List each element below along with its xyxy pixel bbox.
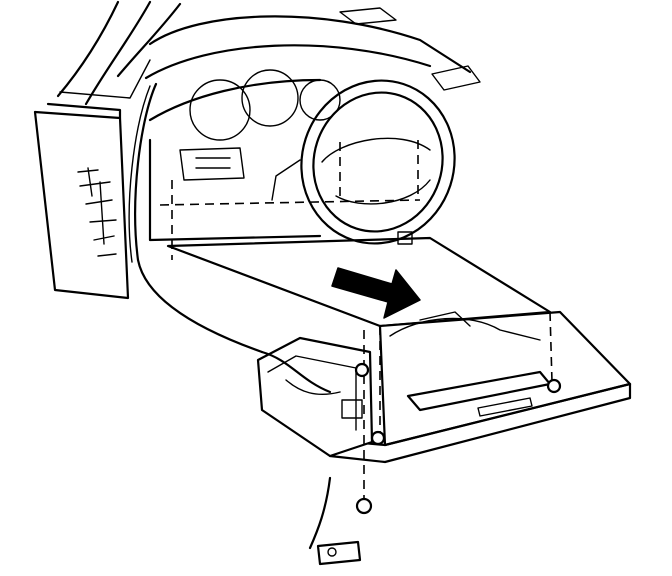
direction-arrow-icon — [331, 267, 421, 319]
a-pillar — [33, 0, 182, 300]
bracket — [256, 336, 374, 458]
fasteners — [316, 326, 562, 566]
instrument-panel — [144, 7, 481, 260]
wiring-harness — [128, 82, 332, 550]
knee-bolster — [166, 236, 632, 464]
